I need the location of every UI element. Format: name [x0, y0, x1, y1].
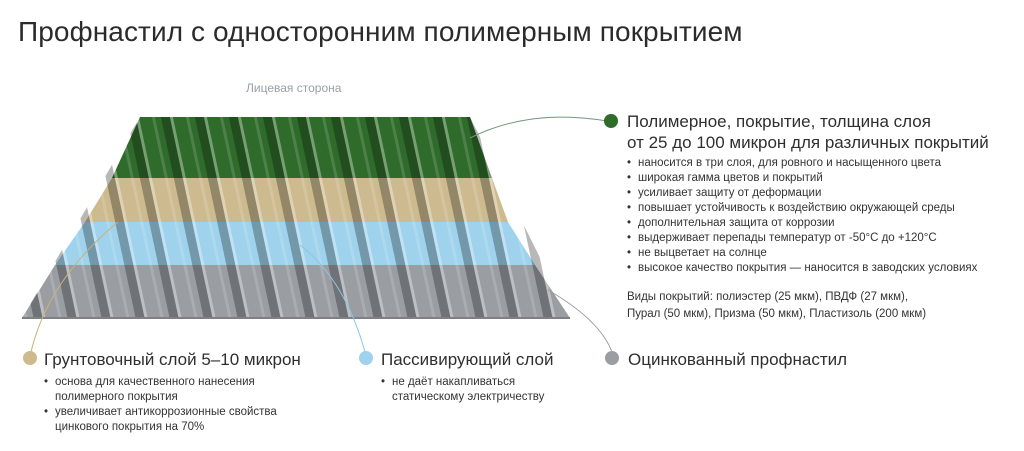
leader-line-polymer	[469, 116, 608, 139]
primer-bullet-list: основа для качественного нанесения полим…	[44, 375, 284, 435]
polymer-bullet: высокое качество покрытия — наносится в …	[627, 261, 977, 276]
polymer-bullet: повышает устойчивость к воздействию окру…	[627, 201, 977, 216]
face-side-label: Лицевая сторона	[246, 81, 342, 95]
primer-bullet: увеличивает антикоррозионные свойства ци…	[44, 405, 284, 435]
polymer-bullet: усиливает защиту от деформации	[627, 186, 977, 201]
passivating-title: Пассивирующий слой	[381, 350, 554, 369]
coating-types-line-2: Пурал (50 мкм), Призма (50 мкм), Пластиз…	[627, 308, 927, 320]
polymer-bullet: наносится в три слоя, для ровного и насы…	[627, 156, 977, 171]
polymer-marker-dot	[604, 114, 618, 128]
passivating-marker-dot	[359, 351, 373, 365]
leader-line-galvanized	[547, 289, 613, 353]
galvanized-marker-dot	[605, 351, 619, 365]
polymer-title-line-2: от 25 до 100 микрон для различных покрыт…	[627, 133, 989, 152]
sheet-ribs	[22, 117, 570, 318]
polymer-bullet: не выцветает на солнце	[627, 246, 977, 261]
diagram-title: Профнастил с односторонним полимерным по…	[18, 16, 743, 47]
galvanized-title: Оцинкованный профнастил	[628, 350, 848, 369]
primer-marker-dot	[23, 351, 37, 365]
passivating-bullet: не даёт накапливаться статическому элект…	[381, 375, 571, 405]
polymer-bullet: широкая гамма цветов и покрытий	[627, 171, 977, 186]
polymer-bullet-list: наносится в три слоя, для ровного и насы…	[627, 156, 977, 276]
leader-line-primer	[30, 221, 119, 353]
coating-types-line-1: Виды покрытий: полиэстер (25 мкм), ПВДФ …	[627, 291, 909, 303]
primer-bullet: основа для качественного нанесения полим…	[44, 375, 284, 405]
passivating-bullet-list: не даёт накапливаться статическому элект…	[381, 375, 571, 405]
polymer-title-line-1: Полимерное, покрытие, толщина слоя	[627, 112, 931, 131]
leader-line-passivating	[299, 244, 366, 353]
polymer-bullet: дополнительная защита от коррозии	[627, 216, 977, 231]
polymer-bullet: выдерживает перепады температур от -50°С…	[627, 231, 977, 246]
primer-title: Грунтовочный слой 5–10 микрон	[44, 350, 301, 369]
